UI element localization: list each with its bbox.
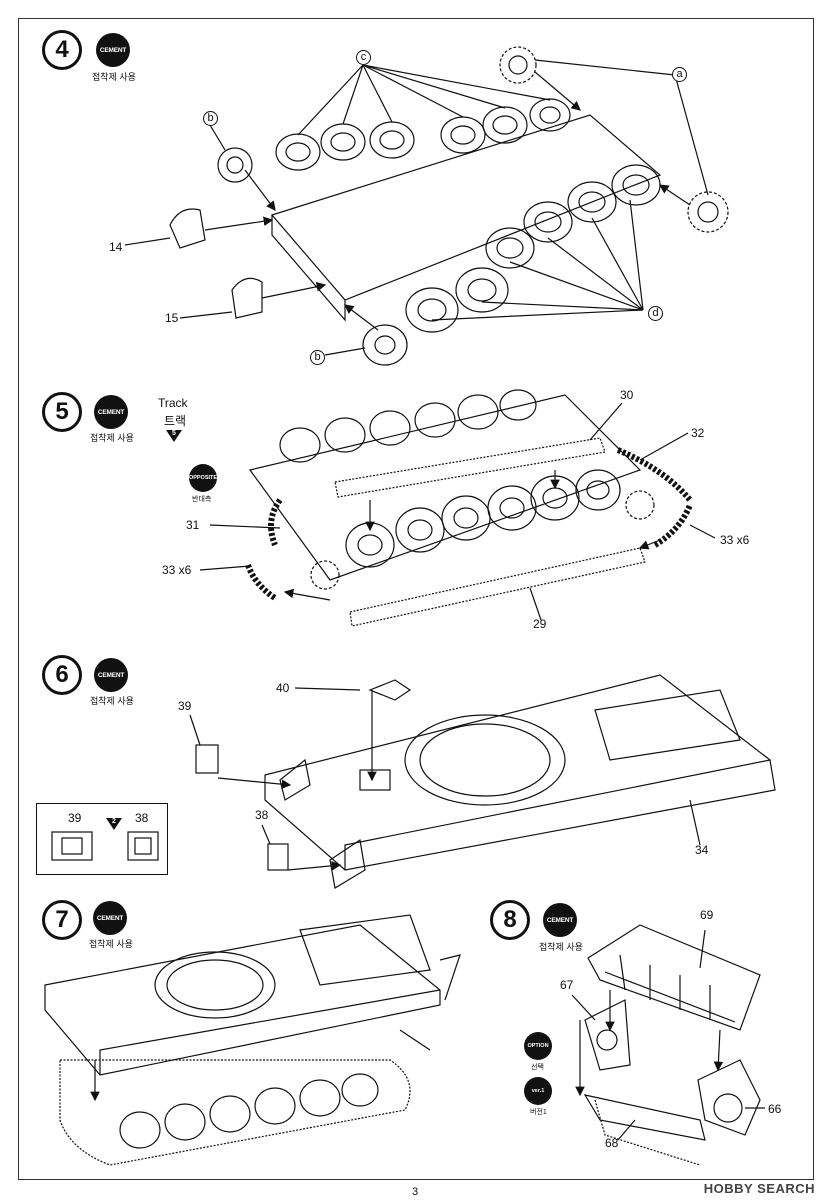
track-ref-number: 5 [172, 430, 176, 437]
step-8-number: 8 [490, 900, 530, 940]
step7-drawing [44, 914, 461, 1166]
inset-ref-number: 2 [112, 818, 116, 825]
cement-sub-label: 접착제 사용 [90, 696, 134, 706]
step6-drawing [189, 674, 776, 889]
track-label-en: Track [158, 396, 188, 410]
cement-icon: CEMENT [94, 395, 128, 429]
page-border [18, 18, 814, 1180]
cement-sub-label: 접착제 사용 [90, 433, 134, 443]
part-34-label: 34 [695, 843, 709, 857]
label-a: a [672, 67, 687, 82]
label-d: d [648, 306, 663, 321]
step8-drawing [571, 924, 765, 1166]
part-39-label: 39 [178, 699, 192, 713]
opposite-side-icon: OPPOSITE [189, 464, 217, 492]
part-69-label: 69 [700, 908, 714, 922]
inset-reference-triangle-icon [106, 818, 122, 830]
part-40-label: 40 [276, 681, 290, 695]
cement-sub-label: 접착제 사용 [92, 72, 136, 82]
version-sub-label: 버전1 [530, 1109, 547, 1116]
part-29-label: 29 [533, 617, 547, 631]
inset-part-38-label: 38 [135, 811, 149, 825]
cement-icon: CEMENT [93, 901, 127, 935]
cement-sub-label: 접착제 사용 [539, 942, 583, 952]
cement-icon: CEMENT [94, 658, 128, 692]
step-4-number: 4 [42, 30, 82, 70]
part-32-label: 32 [691, 426, 705, 440]
cement-icon: CEMENT [96, 33, 130, 67]
option-sub-label: 선택 [531, 1064, 544, 1071]
watermark-logo: HOBBY SEARCH [703, 1181, 815, 1196]
inset-part-39-label: 39 [68, 811, 82, 825]
part-30-label: 30 [620, 388, 634, 402]
track-label-ko: 트랙 [164, 414, 187, 428]
step6-inset-drawing [51, 831, 159, 861]
part-33-left-label: 33 x6 [162, 563, 192, 577]
part-38-label: 38 [255, 808, 269, 822]
part-31-label: 31 [186, 518, 200, 532]
reference-triangle-icon [166, 430, 182, 442]
label-c: c [356, 50, 371, 65]
cement-icon: CEMENT [543, 903, 577, 937]
part-14-label: 14 [109, 240, 123, 254]
opposite-sub-label: 반대측 [192, 496, 212, 503]
option-icon: OPTION [524, 1032, 552, 1060]
part-66-label: 66 [768, 1102, 782, 1116]
step4-drawing [124, 46, 729, 366]
step5-drawing [199, 389, 716, 627]
cement-sub-label: 접착제 사용 [89, 939, 133, 949]
step-5-number: 5 [42, 392, 82, 432]
label-b-bottom: b [310, 350, 325, 365]
label-b-top: b [203, 111, 218, 126]
step-7-number: 7 [42, 900, 82, 940]
part-15-label: 15 [165, 311, 179, 325]
part-67-label: 67 [560, 978, 574, 992]
version-icon: ver.1 [524, 1077, 552, 1105]
part-33-right-label: 33 x6 [720, 533, 750, 547]
step-6-number: 6 [42, 655, 82, 695]
parts-inset-box [36, 803, 168, 875]
part-68-label: 68 [605, 1136, 619, 1150]
page-number: 3 [412, 1186, 419, 1198]
